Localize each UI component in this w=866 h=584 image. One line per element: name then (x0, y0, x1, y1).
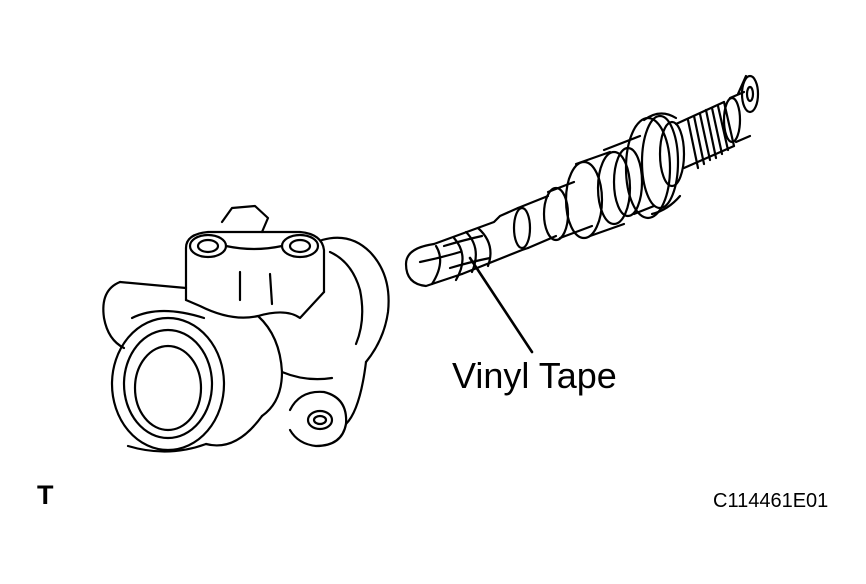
housing-drawing (102, 204, 390, 453)
corner-tag: T (37, 480, 54, 510)
figure-id: C114461E01 (713, 490, 829, 512)
vinyl-tape-label: Vinyl Tape (452, 355, 617, 396)
shaft-drawing (404, 74, 760, 288)
leader-line (468, 256, 534, 354)
